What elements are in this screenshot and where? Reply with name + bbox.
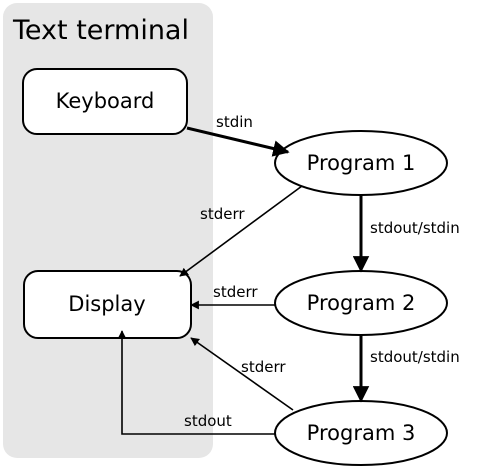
edge-label-stdin: stdin [216, 113, 253, 131]
edge-program3-to-display-stderr [190, 337, 294, 411]
display-label: Display [68, 292, 145, 316]
display-node: Display [23, 270, 192, 339]
edge-program3-to-display-stdout [117, 330, 276, 435]
keyboard-node: Keyboard [22, 68, 188, 135]
program2-label: Program 2 [307, 291, 416, 315]
edge-label-stdout: stdout [184, 412, 232, 430]
program3-node: Program 3 [274, 400, 448, 466]
edge-label-stderr-program3: stderr [241, 358, 286, 376]
edge-label-stdout-stdin-2: stdout/stdin [370, 348, 460, 366]
edge-label-stdout-stdin-1: stdout/stdin [370, 219, 460, 237]
edge-label-stderr-program1: stderr [200, 205, 245, 223]
edge-program1-to-display [179, 185, 303, 277]
edge-keyboard-to-program1 [186, 126, 290, 157]
program2-node: Program 2 [274, 270, 448, 336]
program1-label: Program 1 [307, 151, 416, 175]
keyboard-box [22, 68, 188, 135]
program3-label: Program 3 [307, 421, 416, 445]
program1-node: Program 1 [274, 130, 448, 196]
terminal-title: Text terminal [12, 15, 189, 46]
edge-label-stderr-program2: stderr [213, 283, 258, 301]
keyboard-label: Keyboard [56, 89, 155, 113]
